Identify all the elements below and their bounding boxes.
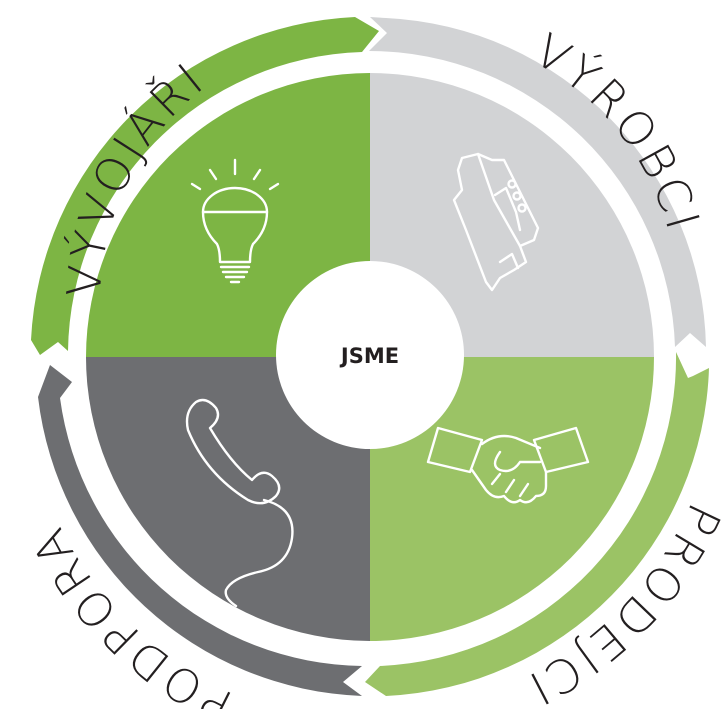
center-circle: [276, 261, 464, 449]
ring-arrow-podpora: [38, 365, 362, 696]
light-bulb-icon: [190, 158, 280, 284]
ring-arrow-vyrobci: [369, 17, 706, 347]
center-label: JSME: [339, 344, 399, 368]
ring-arrow-prodejci: [365, 352, 709, 696]
din-rail-device-icon: [452, 152, 540, 292]
ring-arrow-vyvojari: [31, 17, 379, 355]
handshake-icon: [426, 426, 590, 504]
telephone-icon: [185, 398, 294, 608]
